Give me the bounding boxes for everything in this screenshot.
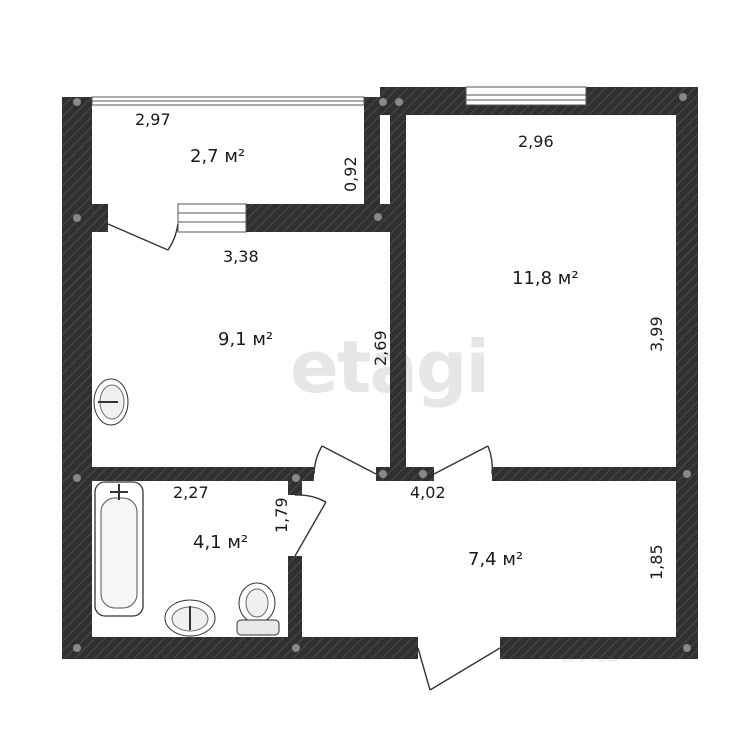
balcony-depth: 0,92	[341, 156, 360, 192]
doors	[107, 223, 501, 691]
toilet	[236, 582, 280, 636]
room-area: 11,8 м²	[512, 268, 579, 289]
balcony-width: 2,97	[135, 110, 171, 129]
kitchen-width: 3,38	[223, 247, 259, 266]
bathroom-depth: 1,79	[272, 497, 291, 533]
bathroom-width: 2,27	[173, 483, 209, 502]
windows	[91, 86, 587, 233]
bathtub	[94, 481, 144, 617]
walls	[62, 87, 698, 659]
balcony-area: 2,7 м²	[190, 146, 245, 167]
kitchen-sink	[93, 378, 129, 426]
room-depth: 3,99	[647, 316, 666, 352]
hall-area: 7,4 м²	[468, 549, 523, 570]
hall-depth: 1,85	[647, 544, 666, 580]
kitchen-depth: 2,69	[371, 330, 390, 366]
bath-sink	[164, 599, 216, 637]
kitchen-area: 9,1 м²	[218, 329, 273, 350]
room-width: 2,96	[518, 132, 554, 151]
bathroom-area: 4,1 м²	[193, 532, 248, 553]
corner-markers	[73, 93, 691, 652]
hall-width: 4,02	[410, 483, 446, 502]
